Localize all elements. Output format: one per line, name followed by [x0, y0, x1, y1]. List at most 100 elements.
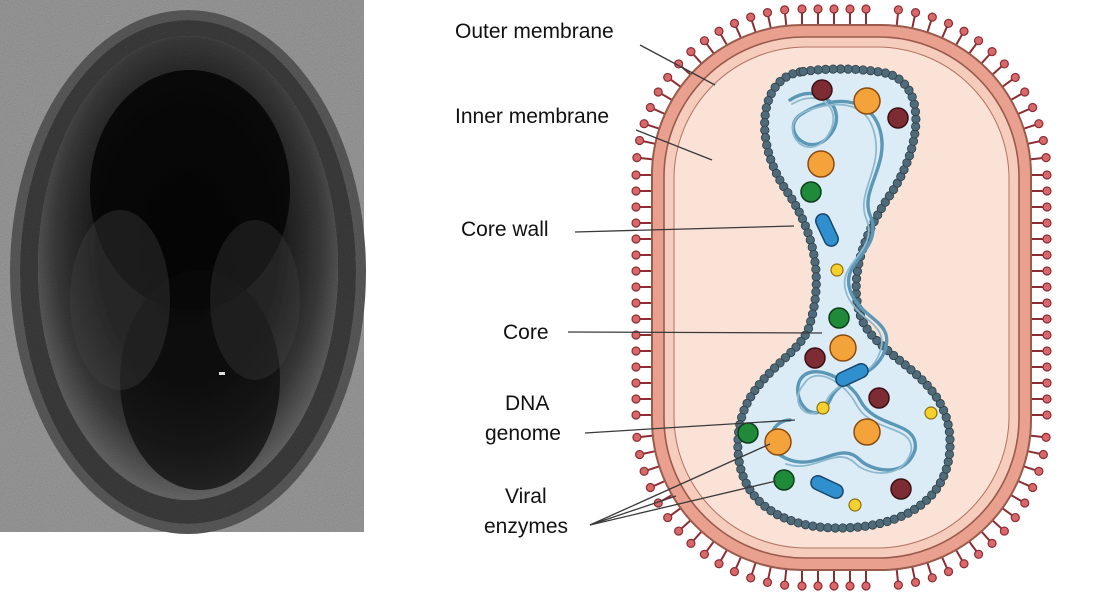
fiber-head: [943, 18, 954, 28]
labels: Outer membrane Inner membrane Core wall …: [455, 20, 614, 538]
fiber-head: [729, 18, 740, 28]
enzyme-maroon: [890, 478, 912, 500]
fiber-head: [1042, 250, 1052, 260]
enzyme-yellow: [816, 401, 830, 415]
core-wall-bead: [908, 136, 919, 146]
core-wall-bead: [810, 294, 820, 304]
label-dna-genome-line2: genome: [485, 422, 561, 445]
core-wall-bead: [943, 457, 953, 467]
core-wall-bead: [809, 249, 819, 260]
fiber-head: [829, 581, 839, 591]
label-core: Core: [503, 321, 549, 344]
enzyme-green: [828, 307, 850, 329]
leader-viral-enzymes-2: [589, 480, 777, 526]
enzyme-green: [737, 422, 759, 444]
fiber-head: [829, 4, 839, 14]
fiber-head: [797, 4, 807, 14]
fiber-head: [861, 4, 871, 14]
fiber-head: [639, 466, 649, 476]
fiber-head: [1041, 432, 1051, 442]
label-outer-membrane: Outer membrane: [455, 20, 614, 43]
fiber-head: [631, 186, 641, 196]
surface-fibers: [631, 4, 1052, 591]
fiber-head: [845, 581, 855, 591]
fiber-head: [1042, 282, 1052, 292]
core-wall-bead: [807, 242, 817, 252]
fiber-head: [797, 581, 807, 591]
fiber-head: [699, 36, 710, 46]
core-wall-bead: [779, 181, 789, 192]
fiber-head: [999, 526, 1009, 536]
core-wall-bead: [944, 427, 954, 437]
fiber-head: [686, 47, 696, 57]
fiber-head: [987, 47, 997, 57]
fiber-head: [631, 250, 641, 260]
enzyme-yellow: [848, 498, 862, 512]
fiber-head: [631, 394, 641, 404]
leader-dna-genome: [584, 419, 796, 434]
enzyme-yellow: [830, 263, 844, 277]
label-viral-enzymes-line2: enzymes: [484, 515, 568, 538]
core-wall-bead: [880, 197, 890, 207]
fiber-head: [1042, 346, 1052, 356]
core-wall-bead: [873, 67, 883, 77]
fiber-head: [699, 549, 710, 559]
fiber-head: [1020, 87, 1030, 97]
fiber-head: [663, 72, 673, 83]
core-wall-bead: [852, 266, 863, 276]
enzyme-orange: [853, 87, 881, 115]
fiber-head: [631, 298, 641, 308]
leader-outer-membrane: [639, 44, 716, 86]
fiber-head: [927, 573, 937, 583]
enzyme-maroon: [804, 347, 826, 369]
fiber-head: [632, 432, 642, 442]
fiber-head: [686, 538, 696, 548]
fiber-head: [632, 153, 642, 163]
electron-micrograph: [0, 0, 366, 534]
fiber-head: [1028, 102, 1038, 113]
fiber-head: [1042, 266, 1052, 276]
fiber-head: [1010, 512, 1020, 523]
label-core-wall: Core wall: [461, 218, 549, 241]
label-dna-genome-line1: DNA: [505, 392, 549, 415]
fiber-head: [1028, 482, 1038, 493]
virion-schematic: [631, 4, 1052, 591]
fiber-head: [653, 87, 663, 97]
core-wall-bead: [909, 504, 920, 514]
fiber-head: [631, 330, 641, 340]
enzyme-orange: [764, 428, 792, 456]
core-wall-bead: [761, 103, 771, 113]
fiber-head: [631, 170, 641, 180]
fiber-head: [1038, 135, 1048, 146]
enzyme-maroon: [887, 107, 909, 129]
fiber-head: [1042, 330, 1052, 340]
fiber-head: [631, 346, 641, 356]
fiber-head: [631, 314, 641, 324]
viral-enzymes: [737, 79, 938, 512]
fiber-head: [943, 567, 954, 577]
fiber-head: [910, 8, 921, 18]
fiber-head: [639, 119, 649, 129]
core-wall-bead: [800, 520, 811, 530]
fiber-head: [714, 26, 724, 36]
leader-lines: [567, 44, 823, 526]
fiber-head: [631, 202, 641, 212]
leader-inner-membrane: [635, 129, 713, 161]
core-wall-bead: [860, 521, 870, 531]
fiber-head: [631, 282, 641, 292]
fiber-head: [1034, 119, 1044, 129]
enzyme-green: [773, 469, 795, 491]
fiber-head: [1042, 202, 1052, 212]
fiber-head: [645, 102, 655, 113]
fiber-head: [910, 577, 921, 587]
fiber-head: [762, 8, 773, 18]
core-wall-bead: [910, 106, 921, 117]
leader-viral-enzymes-3: [589, 495, 677, 526]
enzyme-orange: [853, 418, 881, 446]
fiber-head: [714, 559, 724, 569]
fiber-head: [813, 581, 823, 591]
fiber-head: [1042, 362, 1052, 372]
enzyme-blue: [815, 213, 839, 247]
fiber-head: [1042, 234, 1052, 244]
label-viral-enzymes-line1: Viral: [505, 485, 547, 508]
